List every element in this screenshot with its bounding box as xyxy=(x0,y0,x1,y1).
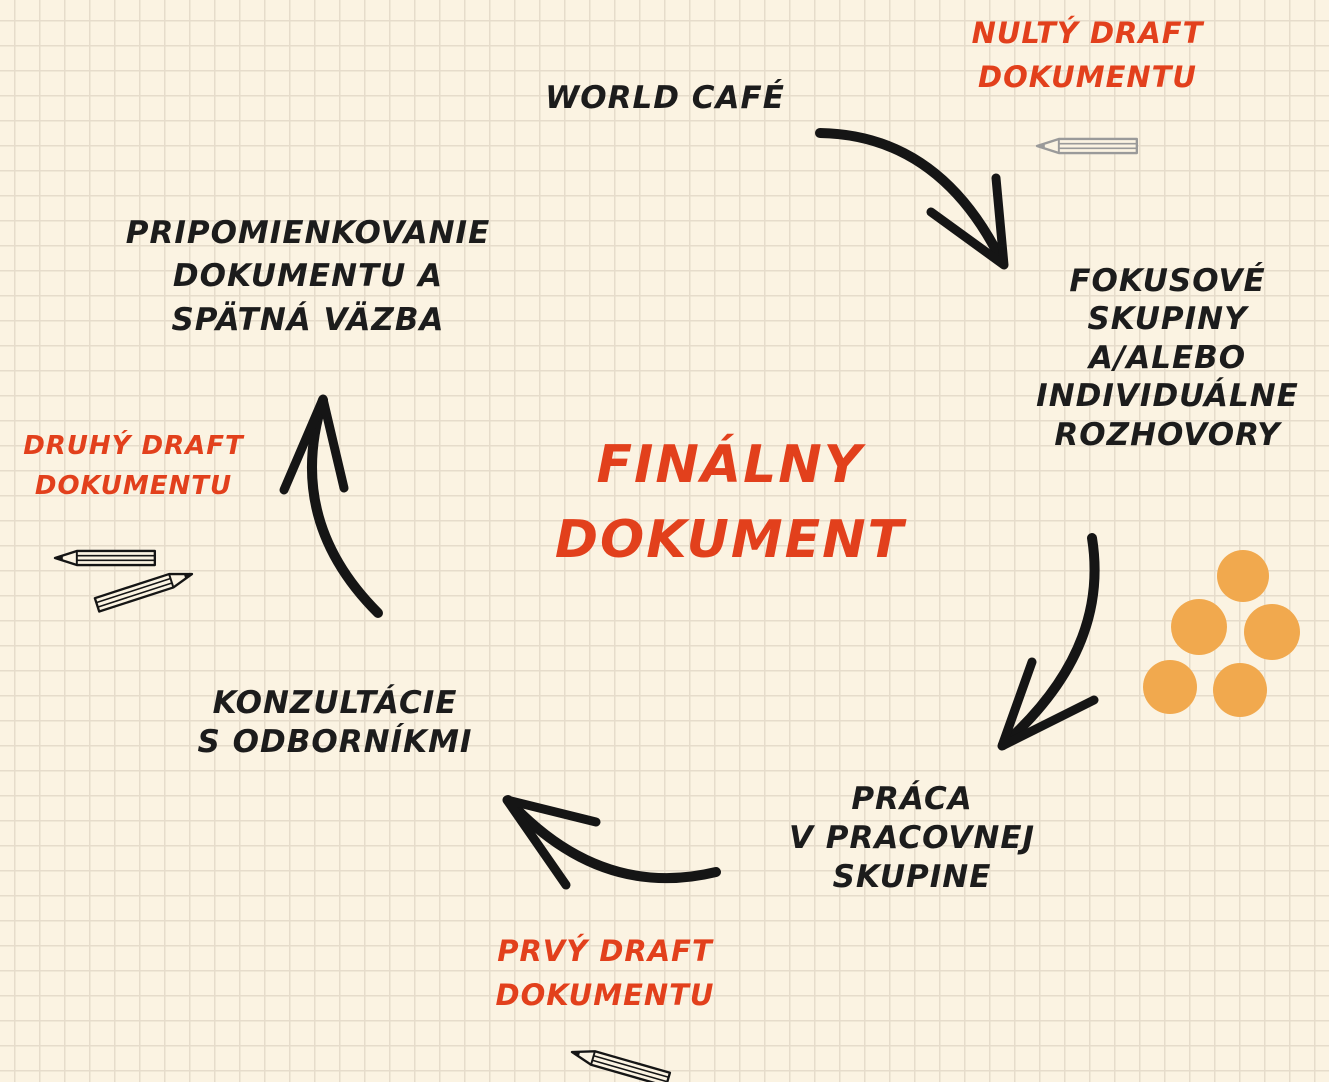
pencil-icon xyxy=(93,566,196,613)
arrow-icon xyxy=(279,394,383,618)
pencil-icon xyxy=(1035,137,1139,155)
draft-nulty: NULTÝ DRAFT DOKUMENTU xyxy=(971,16,1204,94)
arrow-icon xyxy=(502,795,721,890)
draft-prvy: PRVÝ DRAFT DOKUMENTU xyxy=(495,934,715,1012)
draft-druhy: DRUHÝ DRAFT DOKUMENTU xyxy=(23,431,244,502)
pencil-icon xyxy=(53,549,157,567)
stage-world-cafe: WORLD CAFÉ xyxy=(545,80,785,116)
stage-konzultacie: KONZULTÁCIE S ODBORNÍKMI xyxy=(197,685,473,760)
stage-fokusove-skupiny: FOKUSOVÉ SKUPINY A/ALEBO INDIVIDUÁLNE RO… xyxy=(1036,263,1299,453)
dots-icon xyxy=(1143,550,1300,717)
arrow-icon xyxy=(815,128,1009,270)
pencil-icon xyxy=(568,1044,672,1082)
center-title: FINÁLNY DOKUMENT xyxy=(554,435,906,571)
arrow-icon xyxy=(997,533,1100,751)
stage-praca-v-skupine: PRÁCA V PRACOVNEJ SKUPINE xyxy=(788,781,1036,895)
stage-pripomienkovanie: PRIPOMIENKOVANIE DOKUMENTU A SPÄTNÁ VÄZB… xyxy=(125,215,491,338)
